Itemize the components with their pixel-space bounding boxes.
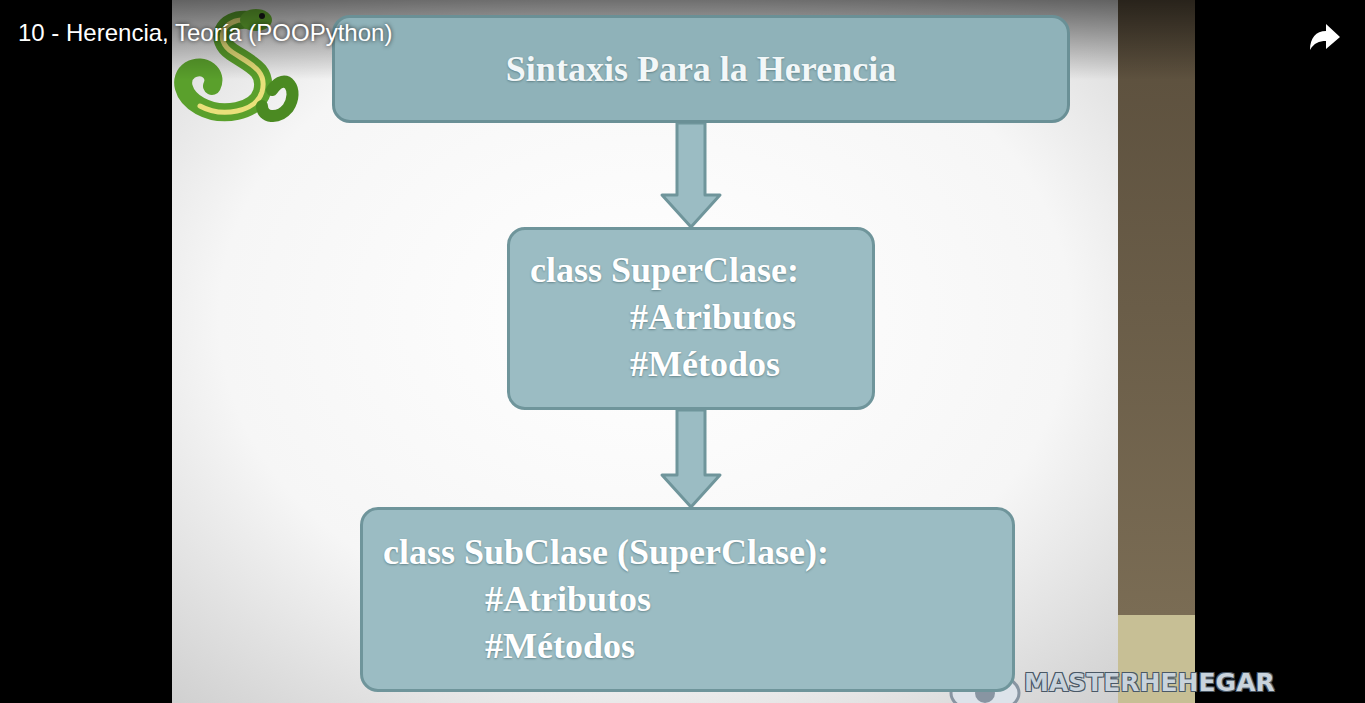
box-line: #Atributos xyxy=(383,576,992,623)
block-arrow xyxy=(662,123,720,227)
side-strip xyxy=(1118,0,1195,615)
block-arrow xyxy=(662,410,720,507)
watermark: MASTERHEHEGAR xyxy=(1024,668,1275,697)
class-box: class SuperClase:#Atributos#Métodos xyxy=(507,227,875,410)
slide xyxy=(172,0,1118,703)
box-heading: Sintaxis Para la Herencia xyxy=(365,32,1037,106)
title-box: Sintaxis Para la Herencia xyxy=(332,15,1070,123)
share-icon xyxy=(1310,24,1340,50)
class-box: class SubClase (SuperClase):#Atributos#M… xyxy=(360,507,1015,692)
box-line: #Atributos xyxy=(530,294,852,341)
box-line: #Métodos xyxy=(530,341,852,388)
snake-tail xyxy=(262,82,293,116)
box-heading: class SubClase (SuperClase): xyxy=(383,529,992,576)
box-heading: class SuperClase: xyxy=(530,247,852,294)
video-title: 10 - Herencia, Teoría (POOPython) xyxy=(18,19,392,47)
box-line: #Métodos xyxy=(383,623,992,670)
